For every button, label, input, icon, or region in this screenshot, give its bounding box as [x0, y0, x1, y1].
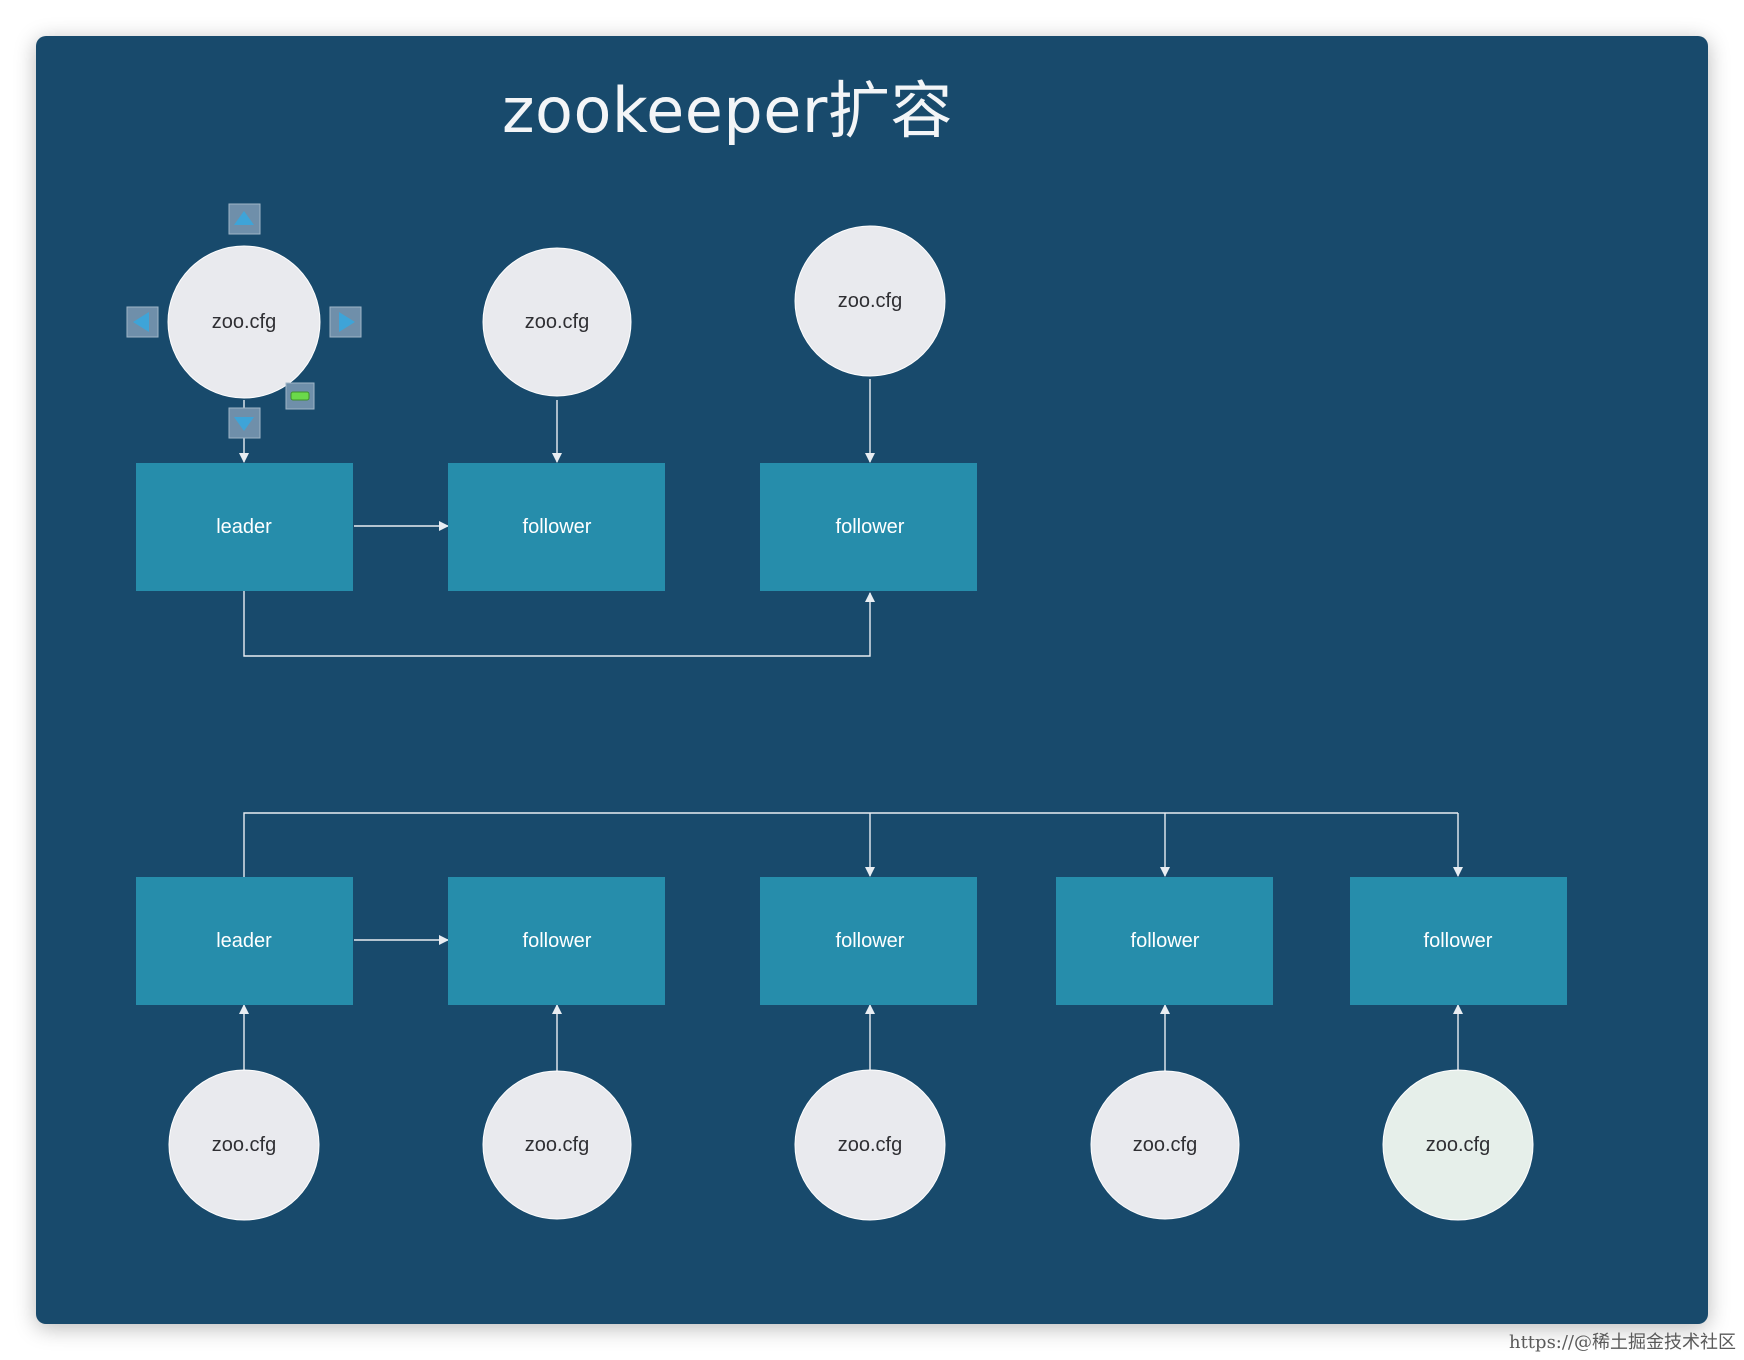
bottom-config-node-1[interactable]: zoo.cfg: [168, 1069, 320, 1221]
config-circle: [482, 1070, 632, 1220]
top-server-leader[interactable]: leader: [136, 463, 353, 591]
server-box: [760, 877, 977, 1005]
server-label: leader: [216, 516, 272, 538]
server-box: [1350, 877, 1567, 1005]
top-config-node-3[interactable]: zoo.cfg: [794, 225, 946, 377]
server-box: [760, 463, 977, 591]
arrow-up-icon[interactable]: [228, 203, 261, 235]
bottom-config-node-2[interactable]: zoo.cfg: [482, 1070, 632, 1220]
config-label: zoo.cfg: [525, 311, 589, 333]
bottom-server-follower-2[interactable]: follower: [760, 877, 977, 1005]
bottom-config-node-4[interactable]: zoo.cfg: [1090, 1070, 1240, 1220]
config-label: zoo.cfg: [838, 1134, 902, 1156]
server-label: follower: [523, 516, 592, 538]
server-label: follower: [1424, 930, 1493, 952]
top-config-node-2[interactable]: zoo.cfg: [482, 247, 632, 397]
bottom-config-node-5[interactable]: zoo.cfg: [1382, 1069, 1534, 1221]
config-label: zoo.cfg: [1426, 1134, 1490, 1156]
bottom-server-follower-1[interactable]: follower: [448, 877, 665, 1005]
config-label: zoo.cfg: [212, 311, 276, 333]
server-box: [448, 463, 665, 591]
config-circle: [794, 225, 946, 377]
arrow-right-icon[interactable]: [329, 306, 362, 338]
config-label: zoo.cfg: [525, 1134, 589, 1156]
server-label: follower: [523, 930, 592, 952]
config-label: zoo.cfg: [838, 290, 902, 312]
arrow-left-icon[interactable]: [126, 306, 159, 338]
diagram-canvas: zookeeper扩容 zoo.cfg zoo.cfg zoo.cfg: [36, 36, 1708, 1324]
server-box: [136, 463, 353, 591]
config-circle: [1382, 1069, 1534, 1221]
config-circle: [1090, 1070, 1240, 1220]
server-label: follower: [836, 930, 905, 952]
watermark: https://@稀土掘金技术社区: [1508, 1332, 1736, 1353]
config-circle: [482, 247, 632, 397]
server-label: leader: [216, 930, 272, 952]
config-circle: [794, 1069, 946, 1221]
server-label: follower: [836, 516, 905, 538]
bottom-config-node-3[interactable]: zoo.cfg: [794, 1069, 946, 1221]
arrow-down-icon[interactable]: [228, 407, 261, 439]
delete-icon[interactable]: [285, 382, 315, 410]
config-circle: [168, 1069, 320, 1221]
server-box: [448, 877, 665, 1005]
top-server-follower-1[interactable]: follower: [448, 463, 665, 591]
edge-top-leader-to-follower-2: [243, 591, 875, 657]
server-box: [1056, 877, 1273, 1005]
server-label: follower: [1131, 930, 1200, 952]
config-label: zoo.cfg: [212, 1134, 276, 1156]
config-circle: [167, 245, 321, 399]
edge-bottom-leader-bus: [243, 812, 1458, 877]
top-server-follower-2[interactable]: follower: [760, 463, 977, 591]
bottom-server-leader[interactable]: leader: [136, 877, 353, 1005]
server-box: [136, 877, 353, 1005]
top-config-node-1[interactable]: zoo.cfg: [167, 245, 321, 399]
diagram-title: zookeeper扩容: [502, 74, 953, 147]
bottom-server-follower-4[interactable]: follower: [1350, 877, 1567, 1005]
config-label: zoo.cfg: [1133, 1134, 1197, 1156]
diagram-svg: zoo.cfg zoo.cfg zoo.cfg: [126, 203, 1567, 1221]
bottom-server-follower-3[interactable]: follower: [1056, 877, 1273, 1005]
